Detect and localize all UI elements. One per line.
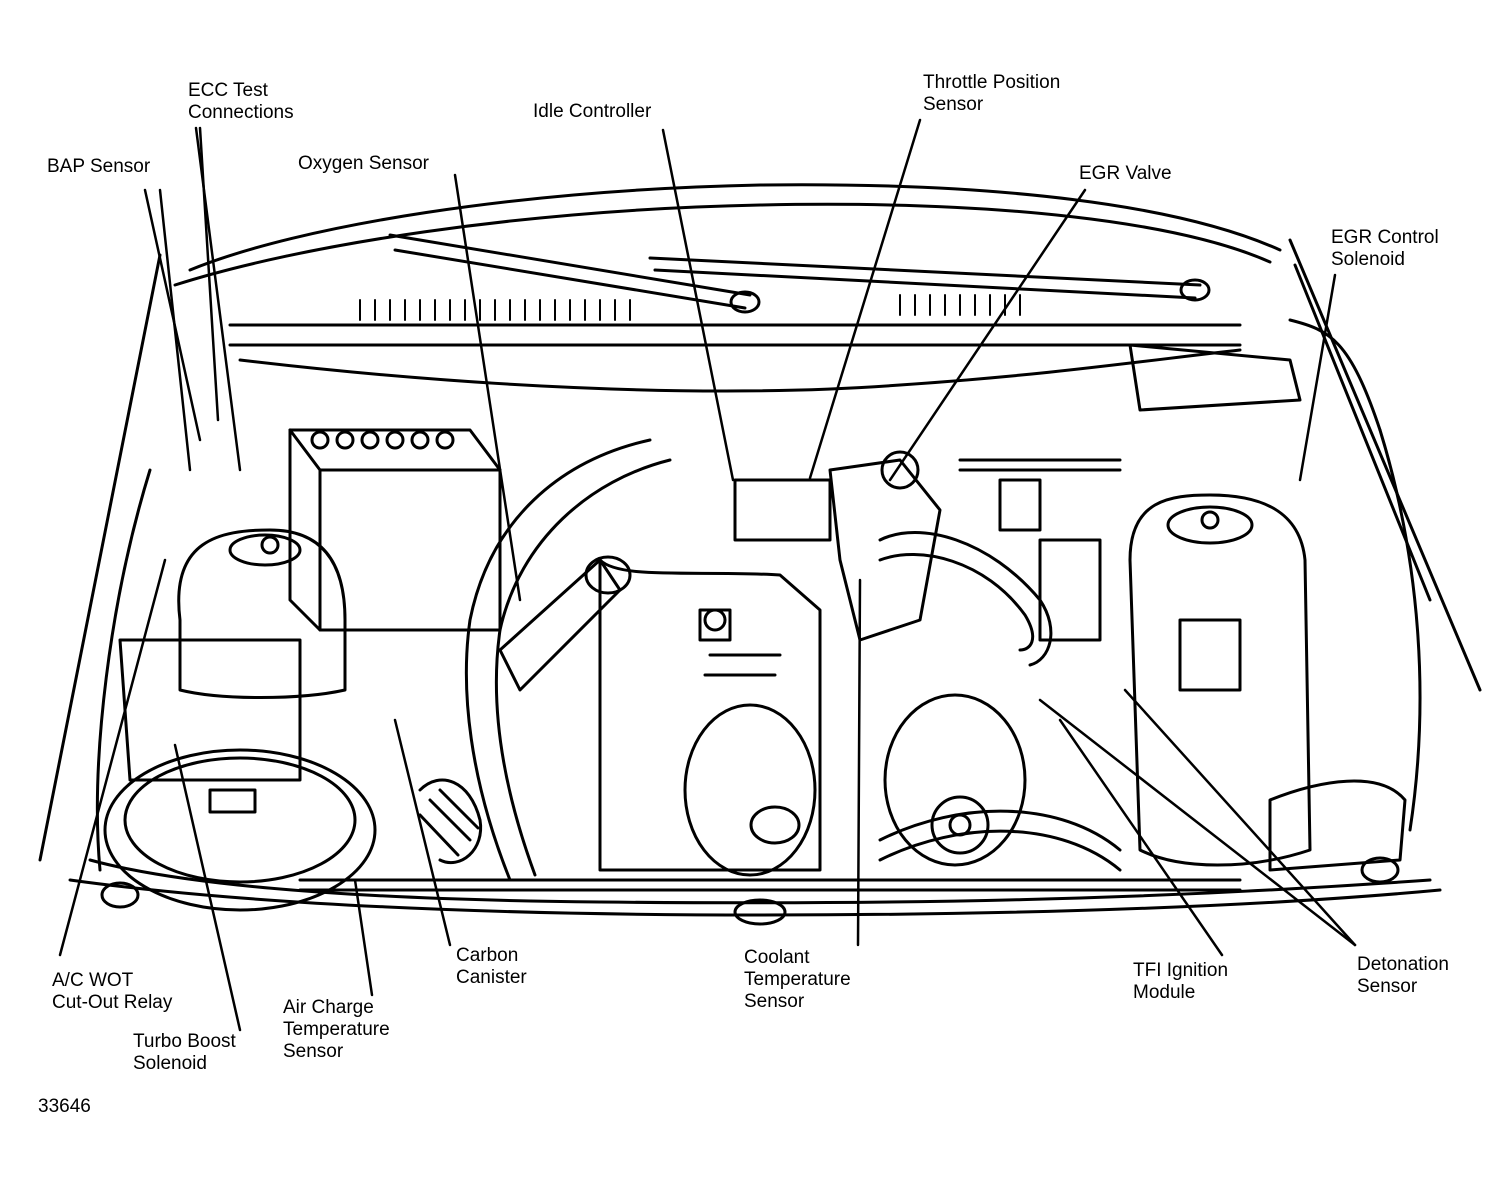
leader-tfi-ignition — [1058, 718, 1224, 957]
label-egr-valve: EGR Valve — [1079, 163, 1172, 184]
engine-block — [598, 450, 942, 877]
leader-carbon-canister — [393, 718, 452, 947]
cowl-and-wipers — [228, 233, 1242, 393]
leader-coolant-temp — [856, 578, 862, 947]
figure-number: 33646 — [38, 1096, 91, 1117]
manifold-and-wiring — [878, 343, 1302, 667]
label-oxygen-sensor: Oxygen Sensor — [298, 153, 429, 174]
leader-lines — [58, 118, 1357, 1032]
right-strut-tower — [1128, 493, 1407, 872]
hood-outline — [38, 183, 1482, 862]
alternator — [878, 693, 1122, 872]
leader-ac-wot — [58, 558, 167, 957]
air-cleaner — [103, 638, 377, 912]
body-outline — [68, 318, 1442, 917]
leader-detonation — [1038, 698, 1357, 947]
leader-oxygen-sensor — [453, 173, 522, 602]
leader-ecc-test-2 — [198, 126, 220, 422]
leader-detonation-2 — [1123, 688, 1357, 947]
label-idle-controller: Idle Controller — [533, 101, 652, 122]
leader-bap-sensor-2 — [158, 188, 192, 472]
leader-idle-controller — [661, 128, 735, 482]
left-strut-tower — [177, 528, 347, 699]
battery — [288, 428, 502, 632]
leader-egr-valve — [888, 188, 1087, 482]
lower-rail — [100, 856, 1400, 926]
leader-air-charge — [353, 878, 374, 997]
leader-turbo-boost — [173, 743, 242, 1032]
leader-throttle-position — [808, 118, 922, 480]
intake-hose — [418, 438, 672, 882]
leader-egr-control — [1298, 273, 1337, 482]
label-bap-sensor: BAP Sensor — [47, 156, 151, 177]
